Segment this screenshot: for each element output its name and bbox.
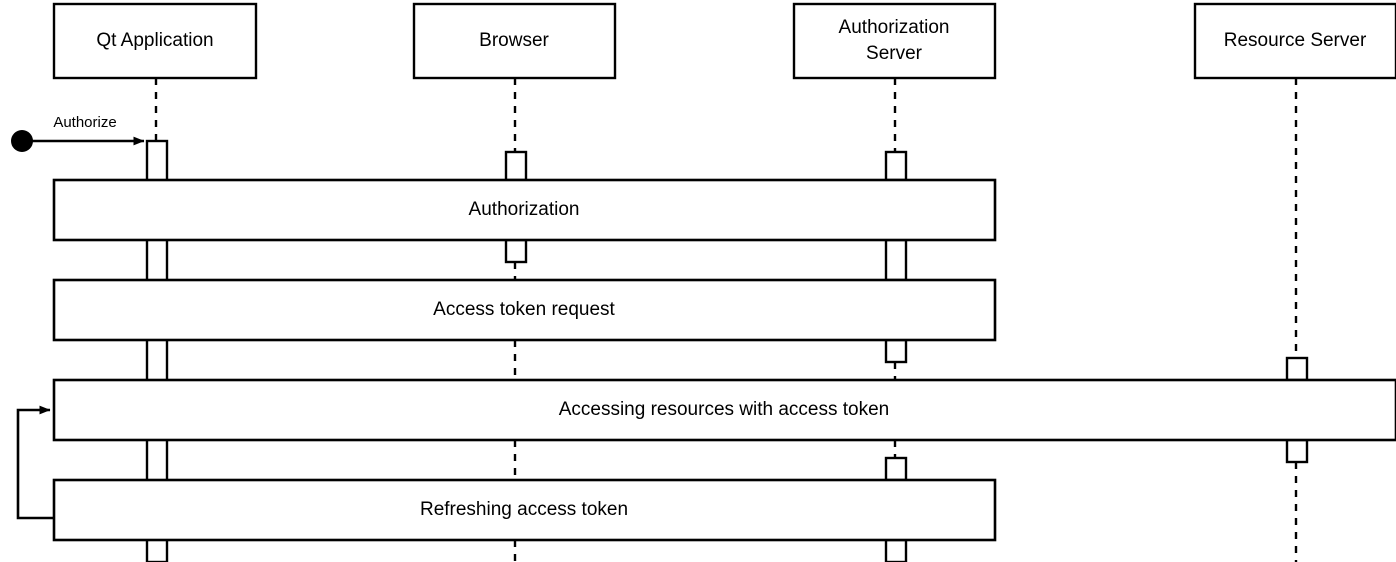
lifeline-title-browser: Browser [479,30,549,51]
activation-bar-browser [504,238,528,264]
activation-bar-authorization-server [884,150,908,182]
lifeline-title-resource-server: Resource Server [1224,30,1367,51]
activation-bar-authorization-server [884,456,908,482]
activation-bar-resource-server [1285,356,1309,382]
fragment-box-refreshing-access-token[interactable] [52,478,997,542]
lifeline-title-authorization-server-line2: Server [866,43,923,64]
activation-bar-authorization-server [884,338,908,364]
lifeline-title-qt-application: Qt Application [96,30,213,51]
activation-bar-resource-server [1285,438,1309,464]
lifeline-header-qt-application[interactable] [52,2,258,80]
lifeline-title-authorization-server-line1: Authorization [839,17,950,38]
fragment-label-refreshing-access-token: Refreshing access token [420,499,628,520]
activation-bar-authorization-server [884,538,908,562]
fragment-label-access-token-request: Access token request [433,299,615,320]
lifeline-header-authorization-server[interactable] [792,2,997,80]
fragment-box-authorization[interactable] [52,178,997,242]
activation-bar-browser [504,150,528,182]
fragment-box-accessing-resources-with-access-token[interactable] [52,378,1396,442]
activation-bars-group [145,139,1309,562]
messages-group: Authorize [11,114,145,520]
activation-bar-authorization-server [884,238,908,282]
activation-bar-qt-application [145,139,169,562]
fragment-box-access-token-request[interactable] [52,278,997,342]
lifelines-group [154,78,1298,562]
fragment-label-authorization: Authorization [469,199,580,220]
lifeline-headers-group: Qt Application Browser AuthorizationServer… [52,2,1396,80]
lifeline-header-browser[interactable] [412,2,617,80]
fragment-label-accessing-resources-with-access-token: Accessing resources with access token [559,399,890,420]
refresh-loop-arrow [16,405,54,520]
lifeline-header-resource-server[interactable] [1193,2,1396,80]
authorize-message-label: Authorize [53,114,116,131]
